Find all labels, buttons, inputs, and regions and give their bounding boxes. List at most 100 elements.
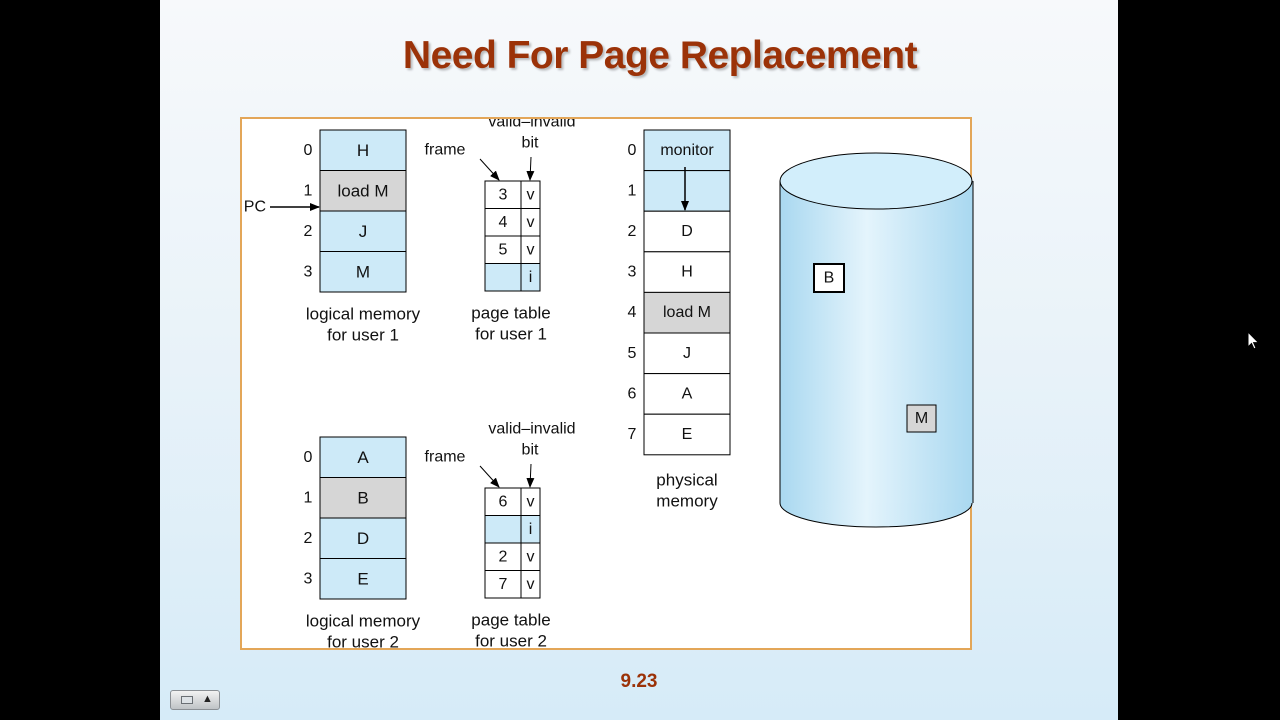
user1-page-table-frame-cell — [484, 263, 522, 292]
physical-memory-frame — [643, 291, 731, 334]
disk-block-m-label: M — [915, 410, 928, 427]
user1-logical-memory-page-label: M — [356, 262, 370, 281]
user2-logical-memory-page-cell — [319, 517, 407, 559]
user1-logical-memory-caption: logical memory — [306, 305, 421, 324]
physical-memory-index: 2 — [628, 223, 637, 240]
user2-page-table-bit-value: i — [529, 521, 533, 538]
user2-page-table-bit-value: v — [527, 576, 535, 593]
physical-memory-frame — [643, 332, 731, 375]
disk-top — [779, 152, 973, 210]
user1-logical-memory-page-index: 0 — [304, 142, 313, 159]
user1-page-table-caption: for user 1 — [475, 325, 547, 344]
arrow-cursor-icon — [1247, 331, 1260, 350]
physical-memory-index: 3 — [628, 264, 637, 281]
pc-label: PC — [244, 199, 266, 216]
user1-page-table-caption: page table — [471, 304, 550, 323]
user1-logical-memory-page-label: load M — [337, 181, 388, 200]
user1-logical-memory-page-index: 2 — [304, 223, 313, 240]
physical-memory-caption: memory — [656, 491, 718, 510]
user2-logical-memory-page-index: 1 — [304, 489, 313, 506]
user2-page-table-frame-number: 6 — [499, 493, 508, 510]
physical-memory-label: monitor — [660, 142, 714, 159]
user2-page-table-bit-label: bit — [522, 442, 539, 459]
menu-icon[interactable] — [181, 696, 193, 704]
physical-memory-index: 1 — [628, 182, 637, 199]
physical-memory-index: 4 — [628, 304, 637, 321]
physical-memory-index: 6 — [628, 385, 637, 402]
slide-number: 9.23 — [620, 671, 658, 692]
user1-page-table-bit-label: bit — [522, 135, 539, 152]
user2-page-table-frame-label: frame — [425, 449, 466, 466]
user1-logical-memory-page-label: H — [357, 141, 369, 160]
physical-memory-index: 0 — [628, 142, 637, 159]
user2-page-table-frame-cell — [484, 542, 522, 571]
slide-navigation-toolbar[interactable]: ▲ — [170, 690, 220, 710]
user2-logical-memory-caption: for user 2 — [327, 633, 399, 652]
user2-logical-memory-page-cell — [319, 477, 407, 519]
user1-logical-memory-caption: for user 1 — [327, 326, 399, 345]
physical-memory-frame — [643, 373, 731, 415]
disk-block-m — [906, 404, 937, 433]
user2-logical-memory-page-label: E — [357, 569, 368, 588]
user1-page-table-frame-number: 3 — [499, 186, 508, 203]
user1-page-table-frame-cell — [484, 235, 522, 264]
user1-page-table-bit-value: v — [527, 186, 535, 203]
user1-logical-memory-page-cell — [319, 251, 407, 293]
user2-page-table-frame-pointer — [479, 465, 500, 488]
user1-logical-memory-page-cell — [319, 170, 407, 212]
user2-logical-memory-page-label: B — [357, 488, 368, 507]
physical-memory-label: D — [681, 223, 693, 240]
user1-page-table-frame-number: 5 — [499, 241, 508, 258]
user1-page-table-bit-cell — [520, 263, 541, 292]
user2-logical-memory-page-label: A — [357, 448, 369, 467]
user2-logical-memory-page-index: 0 — [304, 449, 313, 466]
triangle-up-icon[interactable]: ▲ — [202, 693, 213, 705]
user1-page-table-bit-value: i — [529, 269, 533, 286]
disk-body-cover — [780, 181, 973, 503]
physical-memory-frame — [643, 129, 731, 172]
user2-logical-memory-caption: logical memory — [306, 612, 421, 631]
physical-memory-frame — [643, 210, 731, 253]
physical-memory-caption: physical — [656, 470, 717, 489]
user1-logical-memory-page-label: J — [359, 222, 368, 241]
user1-logical-memory-page-index: 1 — [304, 182, 313, 199]
user2-logical-memory-page-cell — [319, 558, 407, 600]
user2-page-table-bit-value: v — [527, 493, 535, 510]
user2-page-table-caption: for user 2 — [475, 632, 547, 651]
physical-memory-frame — [643, 413, 731, 456]
physical-memory-frame — [643, 170, 731, 212]
user2-logical-memory-page-index: 2 — [304, 530, 313, 547]
user1-page-table-bit-label: valid–invalid — [488, 119, 575, 131]
physical-memory-frame — [643, 251, 731, 293]
disk-block-b — [813, 263, 845, 293]
user2-logical-memory-page-label: D — [357, 529, 369, 548]
disk-block-b-label: B — [824, 270, 835, 287]
user2-logical-memory-page-index: 3 — [304, 570, 313, 587]
user2-page-table-frame-cell — [484, 515, 522, 544]
user1-logical-memory-page-cell — [319, 129, 407, 171]
user2-page-table-bit-pointer — [526, 463, 535, 488]
backing-store-disk — [779, 152, 974, 528]
user2-page-table-bit-label: valid–invalid — [488, 421, 575, 438]
physical-memory-label: load M — [663, 304, 711, 321]
user2-page-table-frame-number: 2 — [499, 548, 508, 565]
physical-memory-label: A — [682, 385, 693, 402]
user1-page-table-bit-pointer — [526, 156, 535, 181]
user1-page-table-bit-value: v — [527, 214, 535, 231]
user1-page-table-frame-label: frame — [425, 142, 466, 159]
physical-memory-index: 7 — [628, 426, 637, 443]
user1-page-table-frame-pointer — [479, 158, 500, 181]
user2-logical-memory-page-cell — [319, 436, 407, 478]
user1-logical-memory-page-cell — [319, 210, 407, 252]
user1-logical-memory-page-index: 3 — [304, 263, 313, 280]
user2-page-table-bit-cell — [520, 570, 541, 599]
physical-memory-label: E — [682, 426, 693, 443]
user2-page-table-frame-cell — [484, 570, 522, 599]
user2-page-table-frame-number: 7 — [499, 576, 508, 593]
physical-memory-label: H — [681, 264, 693, 281]
user1-page-table-bit-value: v — [527, 241, 535, 258]
physical-memory-label: J — [683, 345, 691, 362]
